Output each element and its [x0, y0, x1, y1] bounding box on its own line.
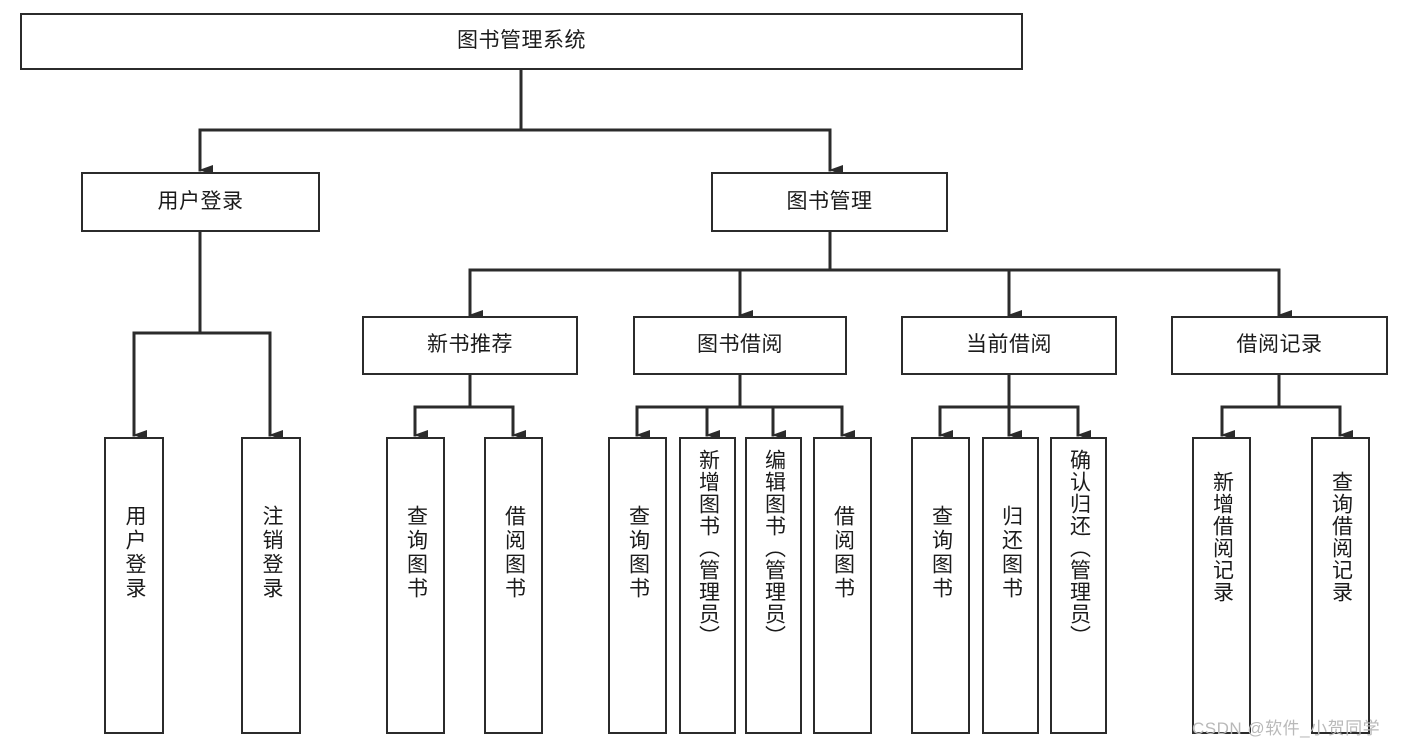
- leaf-borrow-record-add-record-label: 新增借阅记录: [1210, 471, 1234, 603]
- node-book-management[interactable]: 图书管理: [711, 172, 948, 232]
- leaf-borrow-record-query-record[interactable]: 查询借阅记录: [1311, 437, 1370, 734]
- node-book-borrow[interactable]: 图书借阅: [633, 316, 847, 375]
- leaf-user-login-login-label: 用户登录: [123, 505, 147, 601]
- leaf-current-borrow-query-book-label: 查询图书: [929, 505, 953, 601]
- leaf-current-borrow-confirm-return-admin[interactable]: 确认归还（管理员）: [1050, 437, 1107, 734]
- leaf-borrow-record-add-record[interactable]: 新增借阅记录: [1192, 437, 1251, 734]
- leaf-user-login-logout[interactable]: 注销登录: [241, 437, 301, 734]
- leaf-book-borrow-query-book[interactable]: 查询图书: [608, 437, 667, 734]
- node-current-borrow[interactable]: 当前借阅: [901, 316, 1117, 375]
- node-user-login-label: 用户登录: [157, 189, 244, 213]
- node-borrow-record-label: 借阅记录: [1236, 333, 1323, 357]
- node-user-login[interactable]: 用户登录: [81, 172, 320, 232]
- leaf-book-borrow-borrow-book-label: 借阅图书: [831, 505, 855, 601]
- leaf-new-book-query-book-label: 查询图书: [404, 505, 428, 601]
- node-borrow-record[interactable]: 借阅记录: [1171, 316, 1388, 375]
- leaf-book-borrow-add-book-admin[interactable]: 新增图书（管理员）: [679, 437, 736, 734]
- leaf-current-borrow-query-book[interactable]: 查询图书: [911, 437, 970, 734]
- node-new-book-recommend[interactable]: 新书推荐: [362, 316, 578, 375]
- node-book-borrow-label: 图书借阅: [697, 333, 783, 357]
- leaf-book-borrow-edit-book-admin[interactable]: 编辑图书（管理员）: [745, 437, 802, 734]
- leaf-new-book-borrow-book-label: 借阅图书: [502, 505, 526, 601]
- node-root-label: 图书管理系统: [457, 29, 586, 53]
- node-current-borrow-label: 当前借阅: [966, 333, 1052, 357]
- node-book-management-label: 图书管理: [786, 189, 873, 213]
- leaf-book-borrow-query-book-label: 查询图书: [626, 505, 650, 601]
- leaf-new-book-query-book[interactable]: 查询图书: [386, 437, 445, 734]
- leaf-current-borrow-return-book[interactable]: 归还图书: [982, 437, 1039, 734]
- leaf-user-login-logout-label: 注销登录: [260, 505, 284, 601]
- node-new-book-recommend-label: 新书推荐: [427, 333, 513, 357]
- leaf-book-borrow-borrow-book[interactable]: 借阅图书: [813, 437, 872, 734]
- leaf-current-borrow-confirm-return-admin-label: 确认归还（管理员）: [1067, 449, 1091, 647]
- node-root[interactable]: 图书管理系统: [20, 13, 1023, 70]
- leaf-borrow-record-query-record-label: 查询借阅记录: [1329, 471, 1353, 603]
- leaf-book-borrow-add-book-admin-label: 新增图书（管理员）: [696, 449, 720, 647]
- leaf-book-borrow-edit-book-admin-label: 编辑图书（管理员）: [762, 449, 786, 647]
- leaf-current-borrow-return-book-label: 归还图书: [999, 505, 1023, 601]
- leaf-user-login-login[interactable]: 用户登录: [104, 437, 164, 734]
- csdn-watermark: CSDN @软件_小贺同学: [1192, 719, 1381, 738]
- leaf-new-book-borrow-book[interactable]: 借阅图书: [484, 437, 543, 734]
